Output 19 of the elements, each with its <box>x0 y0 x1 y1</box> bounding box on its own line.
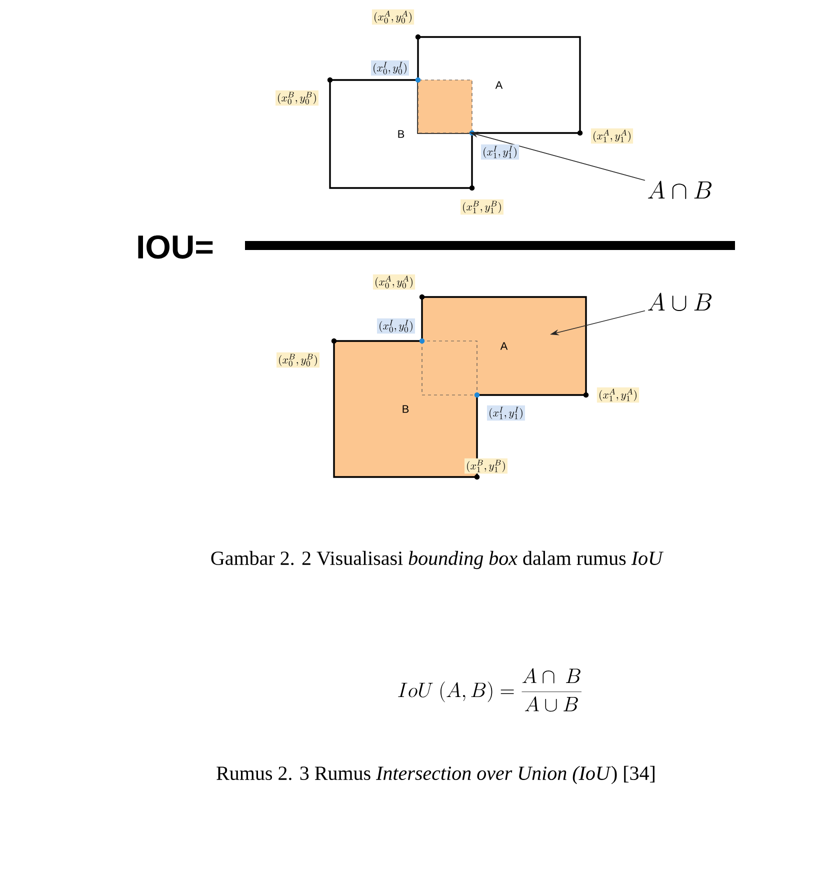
caption: Gambar 2. 2 Visualisasi bounding box dalam rumus IoU <box>211 550 664 570</box>
coordinate-label: $(x_1^B, y_1^B)$ <box>464 458 508 474</box>
formula-label: IOU= <box>138 235 213 259</box>
coordinate-label: $(x_1^I, y_1^I)$ <box>487 405 526 421</box>
coordinate-label: $(x_1^I, y_1^I)$ <box>481 144 520 160</box>
coordinate-label: $(x_0^B, y_0^B)$ <box>276 352 320 368</box>
coordinate-label: $(x_0^A, y_0^A)$ <box>372 9 414 25</box>
coordinate-label: $(x_0^B, y_0^B)$ <box>276 90 318 106</box>
coordinate-label: $(x_1^B, y_1^B)$ <box>460 199 504 215</box>
coordinate-label: $(x_0^A, y_0^A)$ <box>372 274 416 290</box>
intersection-box <box>415 77 475 136</box>
set-label: $A \cap B$ <box>648 180 712 200</box>
coordinate-label: $(x_0^I, y_0^I)$ <box>371 60 410 76</box>
coordinate-label: $(x_0^I, y_0^I)$ <box>377 318 416 334</box>
formula: $IoU\ (A,B) = \frac{A\cap\ B}{A\cup B}$ <box>398 668 582 712</box>
coordinate-label: $(x_1^A, y_1^A)$ <box>590 128 634 144</box>
coordinate-label: $(x_1^A, y_1^A)$ <box>596 387 640 403</box>
set-label: $A \cup B$ <box>648 292 712 312</box>
caption: Rumus 2. 3 Rumus Intersection over Union (IoU) [34] <box>216 766 654 784</box>
